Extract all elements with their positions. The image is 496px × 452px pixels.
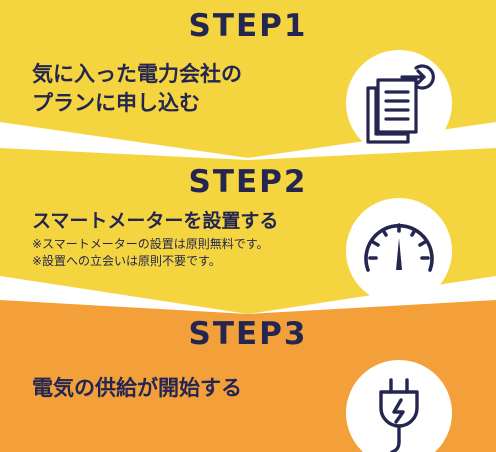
step-1-desc-line-2: プランに申し込む <box>32 91 200 115</box>
step-2-notes: ※スマートメーターの設置は原則無料です。 ※設置への立会いは原則不要です。 <box>32 236 269 270</box>
power-plug-icon <box>379 378 419 452</box>
step-2-desc-line-1: スマートメーターを設置する <box>32 210 279 232</box>
step-1-description: 気に入った電力会社の プランに申し込む <box>32 60 242 118</box>
step-2-icon-circle <box>346 198 452 304</box>
step-3-title: STEP3 <box>188 316 308 352</box>
document-arrow-in-icon <box>366 64 435 144</box>
step-3-icon-circle <box>346 360 452 452</box>
meter-gauge-icon <box>364 223 434 272</box>
step-1-panel: STEP1 気に入った電力会社の プランに申し込む <box>0 0 496 160</box>
step-1-title: STEP1 <box>188 8 308 44</box>
step-2-title: STEP2 <box>188 164 308 200</box>
step-2-panel: STEP2 スマートメーターを設置する ※スマートメーターの設置は原則無料です。… <box>0 148 496 318</box>
step-3-desc-line-1: 電気の供給が開始する <box>32 376 242 400</box>
step-3-description: 電気の供給が開始する <box>32 374 242 402</box>
step-1-icon-circle <box>346 50 452 156</box>
step-2-note-2: ※設置への立会いは原則不要です。 <box>32 254 221 268</box>
step-3-panel: STEP3 電気の供給が開始する <box>0 300 496 452</box>
step-2-note-1: ※スマートメーターの設置は原則無料です。 <box>32 237 269 251</box>
step-1-desc-line-1: 気に入った電力会社の <box>32 62 242 86</box>
step-2-description: スマートメーターを設置する <box>32 208 278 234</box>
